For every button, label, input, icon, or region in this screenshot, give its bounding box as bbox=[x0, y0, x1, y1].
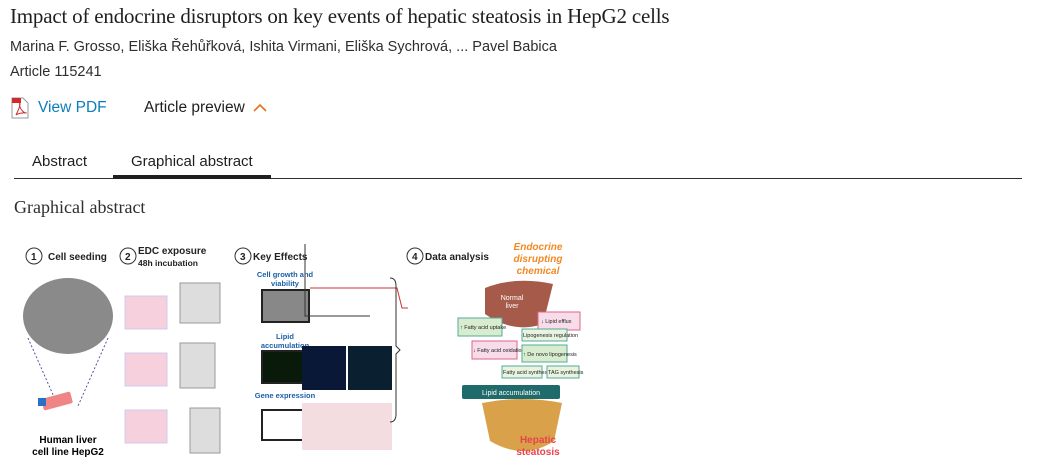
cell-growth-label-2: viability bbox=[271, 279, 300, 288]
article-preview-toggle[interactable]: Article preview bbox=[144, 99, 267, 117]
hepg2-label-1: Human liver bbox=[39, 435, 96, 446]
hepg2-label-2: cell line HepG2 bbox=[32, 447, 104, 458]
edc-label-3: chemical bbox=[517, 266, 560, 277]
step2-label: EDC exposure bbox=[138, 246, 207, 257]
normal-liver-label-1: Normal bbox=[501, 295, 524, 302]
tab-abstract[interactable]: Abstract bbox=[32, 153, 88, 170]
lipid-efflux-label: ↓ Lipid efflux bbox=[541, 319, 572, 325]
well-plates bbox=[124, 295, 168, 444]
heatmap bbox=[302, 403, 392, 450]
step4-number: 4 bbox=[412, 252, 418, 263]
gene-expression-label: Gene expression bbox=[255, 391, 316, 400]
tab-bar: Abstract Graphical abstract bbox=[14, 150, 1022, 179]
cell-microscopy-image bbox=[23, 278, 113, 354]
article-preview-label: Article preview bbox=[144, 99, 245, 116]
step2-number: 2 bbox=[125, 252, 131, 263]
step4-label: Data analysis bbox=[425, 252, 489, 263]
de-novo-lipogenesis-label: ↑ De novo lipogenesis bbox=[523, 352, 577, 358]
lipid-label-2: accumulation bbox=[261, 341, 310, 350]
edc-label-1: Endocrine bbox=[514, 242, 563, 253]
tag-synthesis-label: TAG synthesis bbox=[548, 370, 584, 376]
fa-uptake-label: ↑ Fatty acid uptake bbox=[460, 325, 506, 331]
step1-number: 1 bbox=[31, 252, 37, 263]
view-pdf-link[interactable]: View PDF bbox=[10, 97, 107, 119]
steatosis-label-2: steatosis bbox=[516, 447, 560, 458]
step1-label: Cell seeding bbox=[48, 252, 107, 263]
article-number: Article 115241 bbox=[10, 64, 102, 80]
step3-label: Key Effects bbox=[253, 252, 308, 263]
steatosis-label-1: Hepatic bbox=[520, 435, 557, 446]
pdf-icon bbox=[11, 97, 29, 119]
lipid-accumulation-box-label: Lipid accumulation bbox=[482, 390, 540, 397]
section-heading: Graphical abstract bbox=[14, 197, 146, 217]
lab-instruments bbox=[179, 282, 221, 454]
chevron-up-icon bbox=[253, 103, 267, 112]
normal-liver-label-2: liver bbox=[506, 303, 520, 310]
view-pdf-label: View PDF bbox=[38, 99, 107, 116]
fa-oxidation-label: ↓ Fatty acid oxidation bbox=[473, 348, 525, 354]
graphical-abstract-figure: 1 Cell seeding 2 EDC exposure 48h incuba… bbox=[23, 242, 584, 458]
edc-label-2: disrupting bbox=[514, 254, 563, 265]
fa-synthesis-label: Fatty acid synthesis bbox=[503, 370, 552, 376]
step3-number: 3 bbox=[240, 252, 246, 263]
step2-sublabel: 48h incubation bbox=[138, 258, 198, 268]
article-title[interactable]: Impact of endocrine disruptors on key ev… bbox=[10, 4, 670, 28]
cell-growth-label-1: Cell growth and bbox=[257, 270, 314, 279]
tab-graphical-abstract[interactable]: Graphical abstract bbox=[113, 153, 271, 179]
lipid-label-1: Lipid bbox=[276, 332, 294, 341]
article-authors: Marina F. Grosso, Eliška Řehůřková, Ishi… bbox=[10, 39, 557, 55]
lipogenesis-regulation-label: Lipogenesis regulation bbox=[523, 333, 578, 339]
